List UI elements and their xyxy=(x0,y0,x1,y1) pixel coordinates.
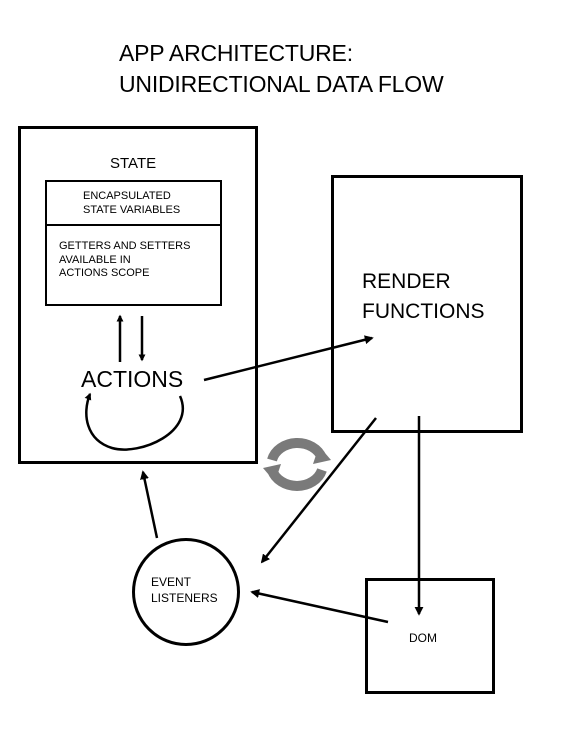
actions-loop-arrow xyxy=(84,392,184,451)
diagram-title: APP ARCHITECTURE: UNIDIRECTIONAL DATA FL… xyxy=(119,38,444,100)
listeners-to-state-arrow xyxy=(140,470,159,539)
event-listeners-circle: EVENT LISTENERS xyxy=(132,538,240,646)
getters-line-3: ACTIONS SCOPE xyxy=(59,267,150,279)
encapsulated-line-2: STATE VARIABLES xyxy=(83,203,181,216)
getters-line-2: AVAILABLE IN xyxy=(59,253,131,266)
render-functions-box: RENDER FUNCTIONS xyxy=(331,175,523,433)
encapsulated-line-1: ENCAPSULATED xyxy=(83,190,171,202)
dom-box: DOM xyxy=(365,578,495,694)
actions-to-render-arrow xyxy=(203,335,374,382)
dom-to-listeners-arrow xyxy=(250,589,389,624)
title-line-2: UNIDIRECTIONAL DATA FLOW xyxy=(119,71,444,97)
title-line-1: APP ARCHITECTURE: xyxy=(119,40,353,66)
event-line-2: LISTENERS xyxy=(151,591,218,605)
getters-setters-box: GETTERS AND SETTERS AVAILABLE IN ACTIONS… xyxy=(45,224,222,306)
dom-label: DOM xyxy=(409,631,437,645)
state-label: STATE xyxy=(110,155,157,172)
state-box xyxy=(18,126,258,464)
render-line-1: RENDER xyxy=(362,270,451,293)
event-line-1: EVENT xyxy=(151,575,192,589)
render-line-2: FUNCTIONS xyxy=(362,300,485,323)
refresh-cycle-icon xyxy=(263,437,331,491)
actions-label: ACTIONS xyxy=(81,366,184,392)
getters-line-1: GETTERS AND SETTERS xyxy=(59,240,191,252)
render-to-listeners-arrow xyxy=(260,417,377,564)
